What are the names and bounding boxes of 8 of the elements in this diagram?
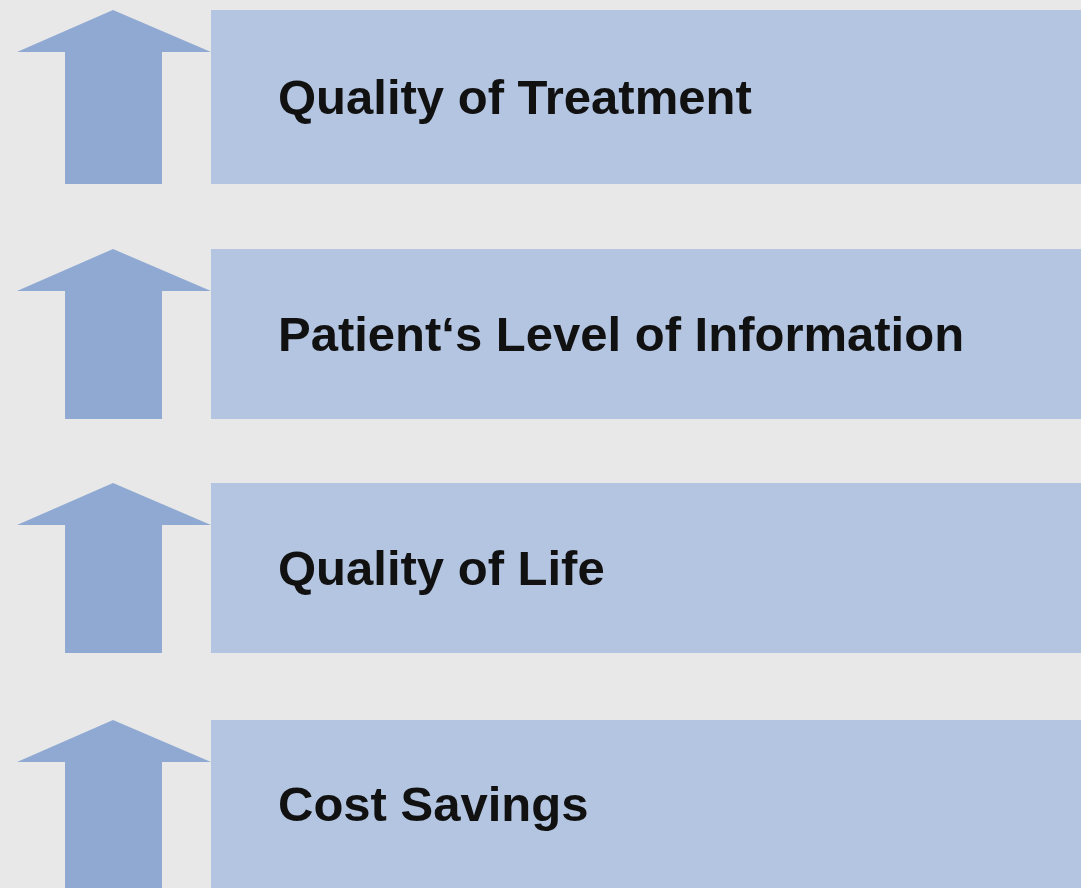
band-label: Quality of Life bbox=[278, 540, 605, 596]
band-label: Quality of Treatment bbox=[278, 69, 752, 125]
band-label: Cost Savings bbox=[278, 776, 589, 832]
banner-band bbox=[211, 483, 1081, 653]
banner-band bbox=[211, 720, 1081, 888]
banner-band bbox=[211, 249, 1081, 419]
banner-band bbox=[211, 10, 1081, 184]
band-label: Patient‘s Level of Information bbox=[278, 306, 965, 362]
